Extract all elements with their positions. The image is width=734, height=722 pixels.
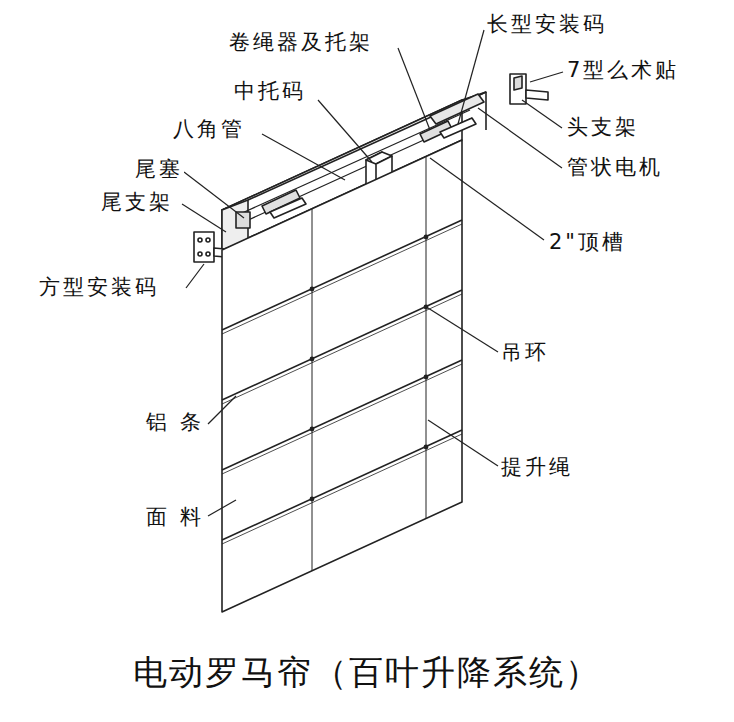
part-label: 尾支架 [100, 190, 174, 214]
part-label: 头支架 [566, 115, 640, 139]
part-label: 铝 条 [145, 410, 205, 434]
part-label: 中托码 [233, 79, 307, 103]
part-label: 卷绳器及托架 [228, 30, 374, 54]
part-label: 尾塞 [134, 157, 184, 181]
part-label: 吊环 [500, 340, 550, 364]
part-label: 长型安装码 [486, 12, 608, 36]
part-label: 面 料 [145, 505, 205, 529]
caption: 电动罗马帘（百叶升降系统） [0, 650, 734, 696]
part-label: 管状电机 [566, 155, 664, 179]
part-label: 2"顶槽 [548, 230, 627, 254]
part-label: 方型安装码 [38, 275, 160, 299]
part-label: 提升绳 [500, 455, 574, 479]
part-label: 八角管 [172, 117, 246, 141]
leader-lines [182, 30, 563, 516]
part-label: 7型么术贴 [566, 58, 680, 82]
